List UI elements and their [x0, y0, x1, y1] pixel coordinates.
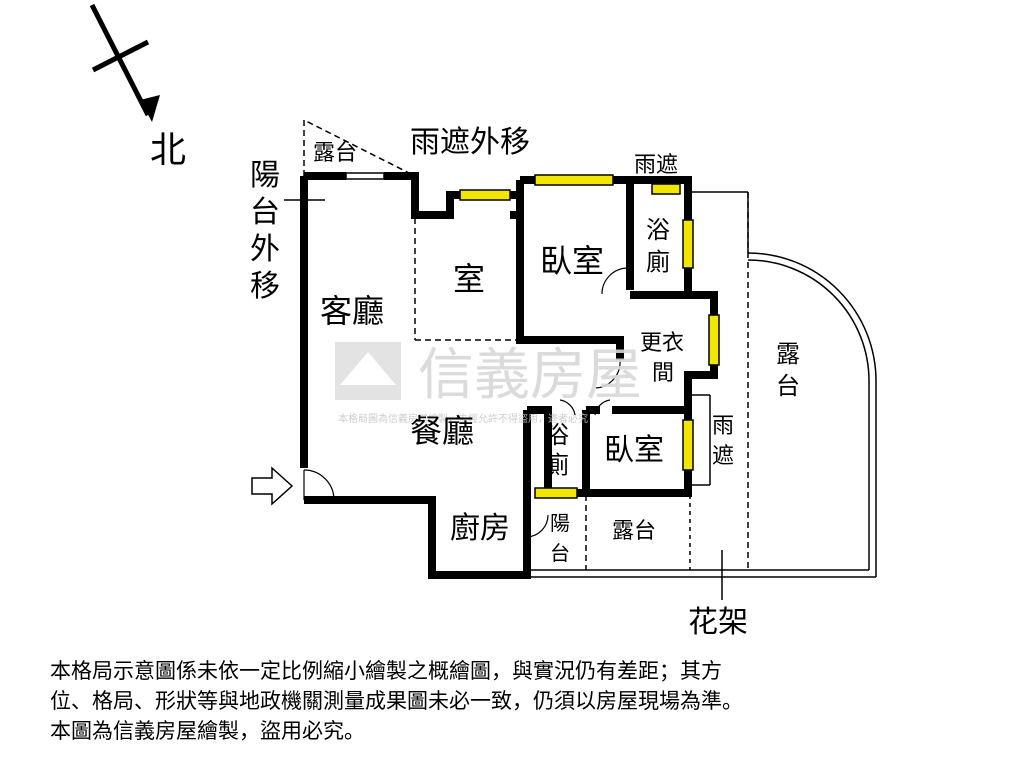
north-label: 北: [150, 130, 186, 171]
label-terrace-top: 露台: [313, 141, 357, 166]
label-bath-mid-2: 廁: [545, 451, 569, 479]
disclaimer-line-2: 位、格局、形狀等與地政機關測量成果圖未必一致，仍須以房屋現場為準。: [50, 689, 743, 713]
label-balcony-moved-1: 陽: [250, 158, 280, 193]
label-living: 客廳: [320, 292, 384, 330]
label-awning-top: 雨遮: [634, 153, 678, 178]
watermark: 信義房屋 本格局圖為信義房屋繪製，未經允許不得盜用，違者必究: [335, 342, 642, 425]
watermark-notice: 本格局圖為信義房屋繪製，未經允許不得盜用，違者必究: [338, 412, 588, 425]
label-terrace-bottom: 露台: [612, 519, 656, 544]
label-awning-right-2: 遮: [712, 444, 734, 469]
label-bedroom-second: 臥室: [604, 433, 664, 468]
label-kitchen: 廚房: [450, 511, 510, 546]
label-closet-1: 更衣: [640, 331, 684, 356]
entrance-arrow-icon: [251, 466, 294, 506]
disclaimer-line-1: 本格局示意圖係未依一定比例縮小繪製之概繪圖，與實況仍有差距；其方: [50, 659, 722, 683]
label-closet-2: 間: [652, 361, 674, 386]
floor-plan: 北: [89, 3, 877, 640]
label-room: 室: [453, 260, 485, 298]
terrace-outlines: [284, 118, 877, 600]
label-bath-top-1: 浴: [646, 216, 670, 244]
label-balcony-moved-4: 移: [250, 269, 280, 304]
doors: [303, 267, 629, 538]
label-planter: 花架: [688, 605, 748, 640]
label-balcony-moved-2: 台: [250, 195, 280, 230]
label-balcony-moved-3: 外: [250, 232, 280, 267]
watermark-brand: 信義房屋: [418, 343, 642, 408]
label-terrace-right-1: 露: [776, 340, 800, 368]
label-balcony-small-1: 陽: [550, 511, 570, 535]
disclaimer: 本格局示意圖係未依一定比例縮小繪製之概繪圖，與實況仍有差距；其方 位、格局、形狀…: [50, 656, 1010, 746]
label-bedroom-main: 臥室: [540, 242, 604, 280]
label-dining: 餐廳: [410, 412, 474, 450]
label-awning-right-1: 雨: [712, 414, 734, 439]
label-terrace-right-2: 台: [776, 372, 800, 400]
compass-arrow-icon: [89, 3, 160, 122]
windows: [345, 172, 720, 499]
label-awning-moved: 雨遮外移: [410, 125, 530, 160]
disclaimer-line-3: 本圖為信義房屋繪製，盜用必究。: [50, 719, 365, 743]
label-bath-mid-1: 浴: [545, 421, 569, 449]
label-balcony-small-2: 台: [550, 541, 570, 565]
label-bath-top-2: 廁: [646, 248, 670, 276]
